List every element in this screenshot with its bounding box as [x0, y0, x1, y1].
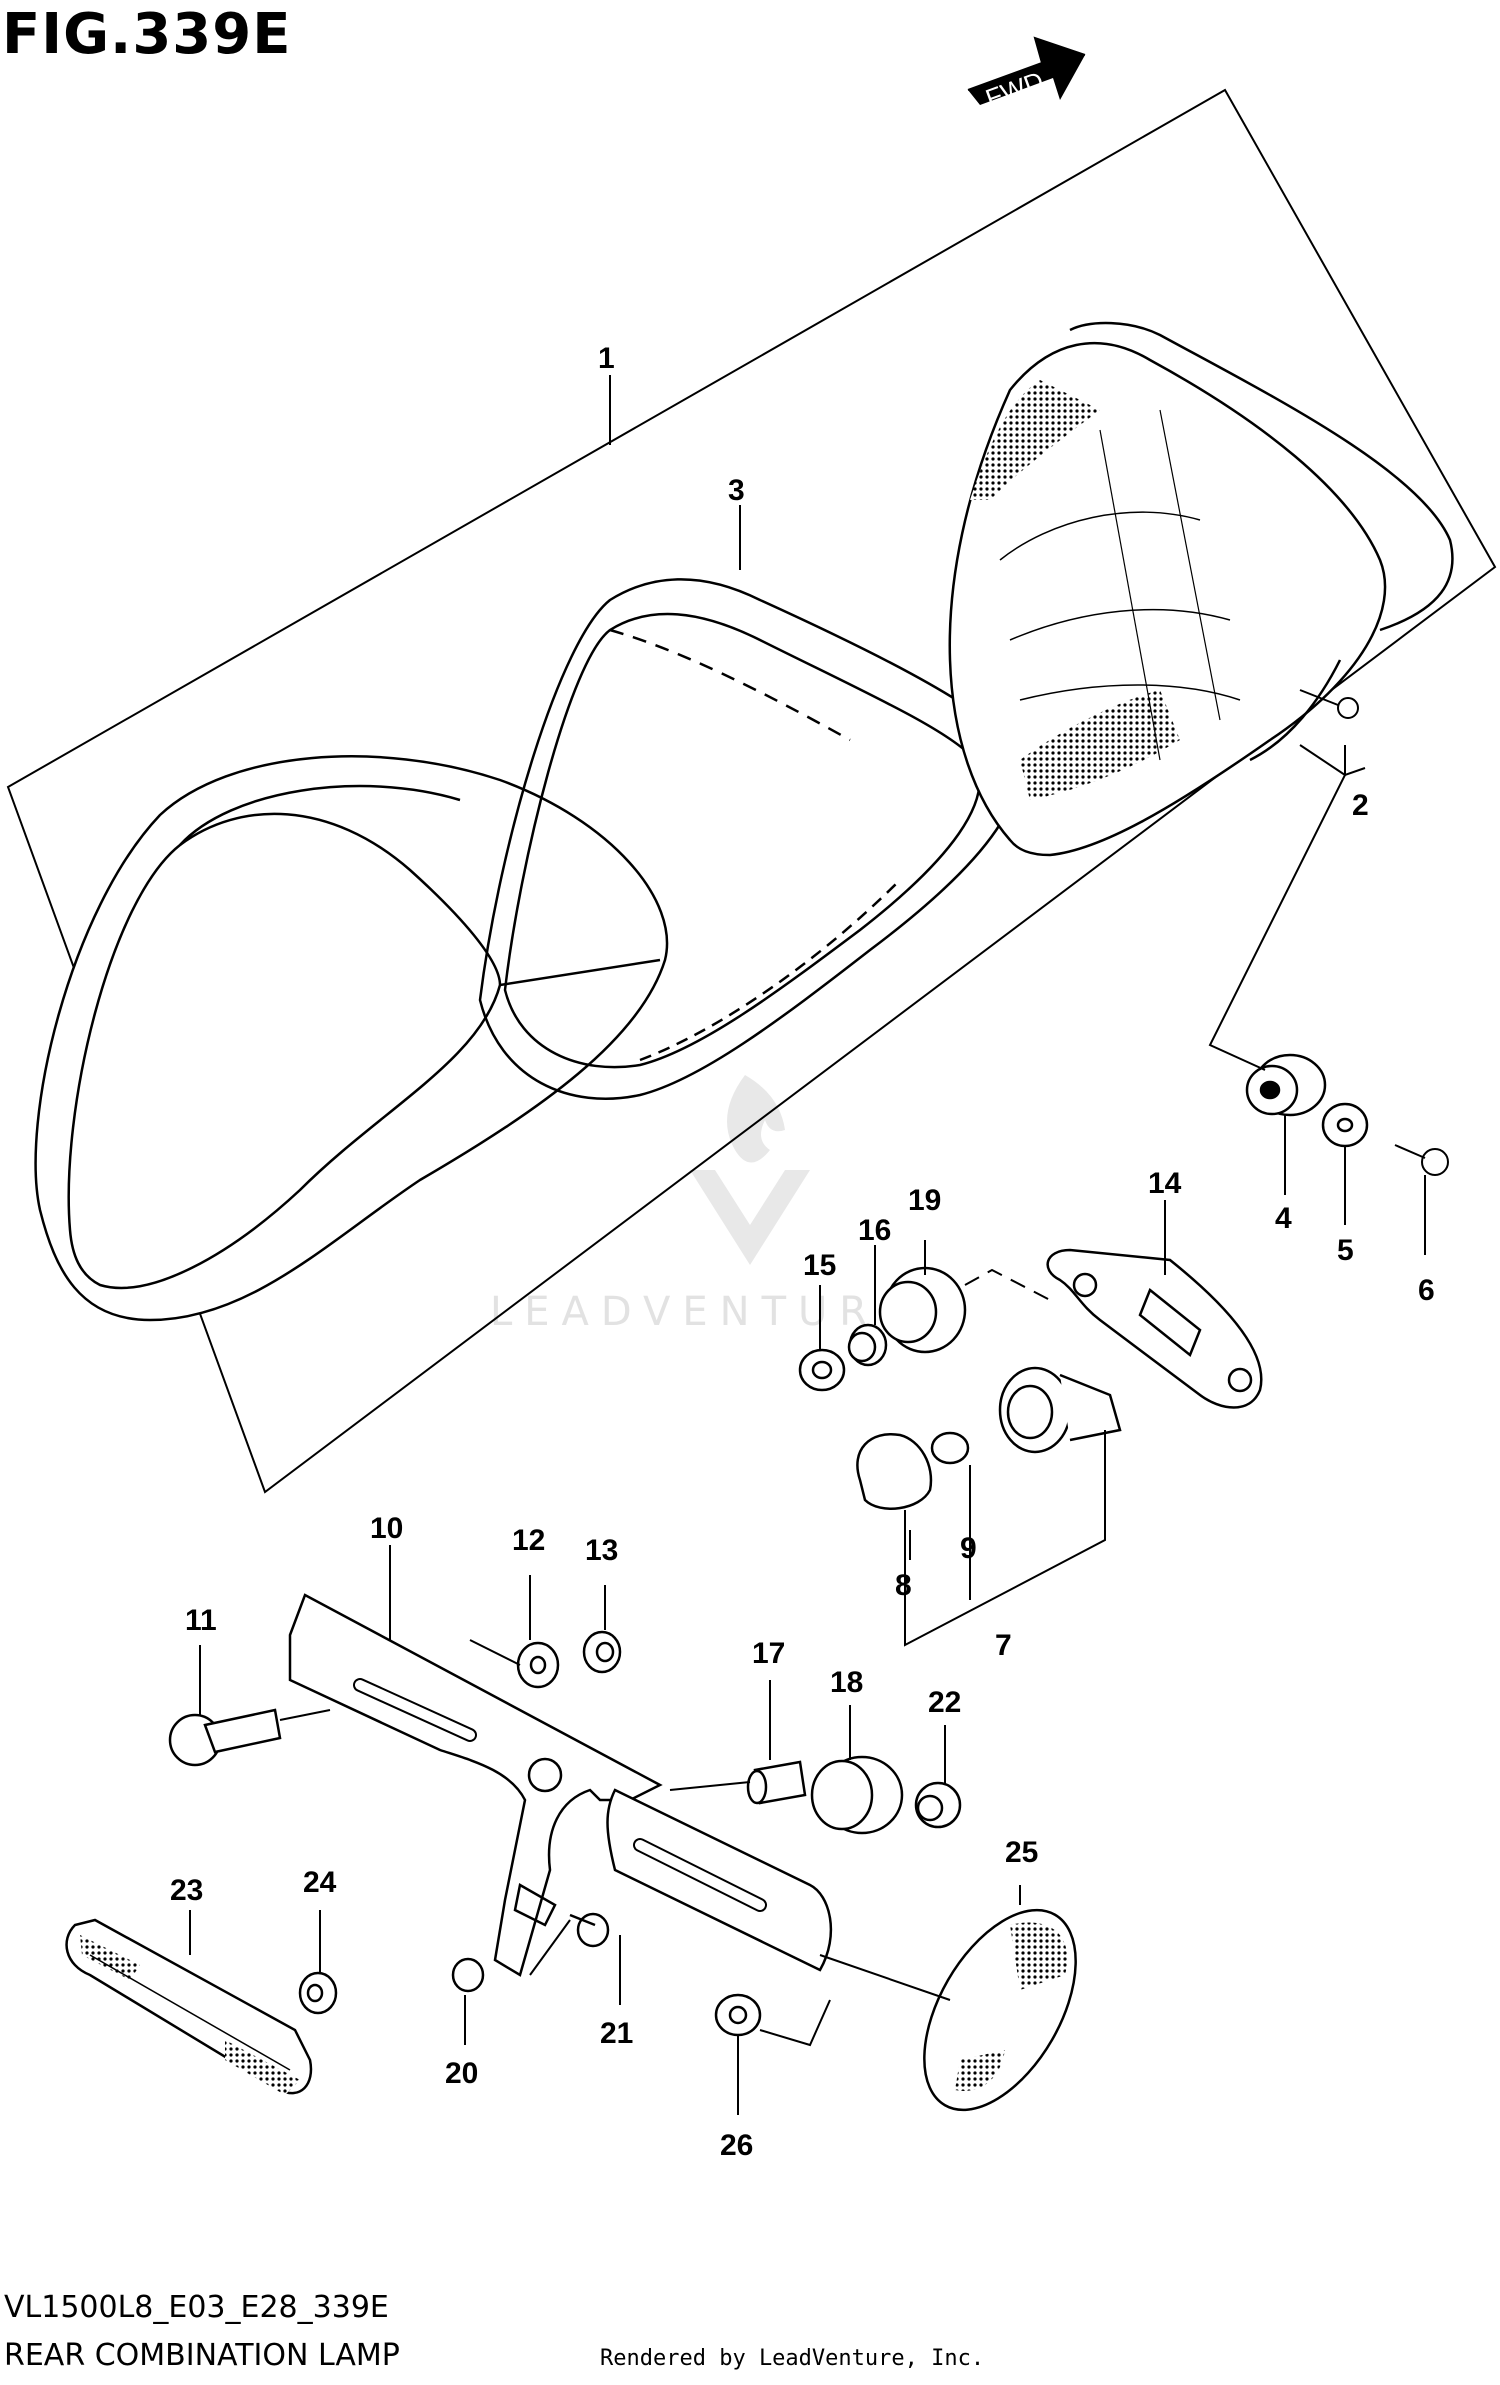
side-reflector — [65, 1918, 313, 2095]
callout-11: 11 — [185, 1604, 217, 1637]
forward-arrow-icon: FWD — [967, 36, 1086, 114]
round-reflector — [923, 1908, 1077, 2112]
nut-24-icon — [298, 1971, 338, 2015]
callout-8: 8 — [895, 1569, 912, 1602]
callout-7: 7 — [995, 1629, 1012, 1662]
callout-5: 5 — [1337, 1234, 1354, 1267]
callout-10: 10 — [370, 1512, 403, 1545]
bulb-20-icon — [451, 1957, 485, 1993]
callout-18: 18 — [830, 1666, 863, 1699]
nut-22-icon — [914, 1781, 962, 1829]
callout-12: 12 — [512, 1524, 545, 1557]
screw-6-icon — [1394, 1144, 1449, 1176]
leader-lines — [189, 375, 1426, 2115]
callout-14: 14 — [1148, 1167, 1182, 1200]
callout-24: 24 — [303, 1866, 337, 1899]
callout-21: 21 — [600, 2017, 633, 2050]
screw-2-icon — [1299, 689, 1359, 719]
callout-19: 19 — [908, 1184, 941, 1217]
callout-3: 3 — [728, 474, 745, 507]
grommet-19-icon — [878, 1266, 967, 1354]
license-bracket — [288, 1593, 833, 1977]
callout-17: 17 — [752, 1637, 785, 1670]
callout-numbers: 1 2 3 4 5 6 7 8 9 10 11 12 13 14 15 16 1… — [170, 342, 1435, 2162]
bolt-icon — [168, 1708, 282, 1767]
callout-13: 13 — [585, 1534, 618, 1567]
grommet-icon — [1245, 1053, 1327, 1117]
render-credit: Rendered by LeadVenture, Inc. — [600, 2346, 985, 2371]
figure-title: FIG.339E — [2, 2, 292, 67]
callout-9: 9 — [960, 1532, 977, 1565]
lamp-cover — [34, 755, 669, 1322]
lamp-lens — [948, 321, 1454, 857]
callout-16: 16 — [858, 1214, 891, 1247]
callout-25: 25 — [1005, 1836, 1038, 1869]
nut-15-icon — [798, 1348, 846, 1392]
bulb-icon — [856, 1431, 970, 1510]
callout-20: 20 — [445, 2057, 478, 2090]
collar-17-icon — [746, 1760, 807, 1805]
collar-16-icon — [847, 1323, 888, 1367]
callout-22: 22 — [928, 1686, 961, 1719]
watermark-text: LEADVENTURE — [490, 1289, 916, 1335]
callout-2: 2 — [1352, 789, 1369, 822]
watermark: LEADVENTURE — [490, 1075, 916, 1335]
callout-15: 15 — [803, 1249, 836, 1282]
diagram-name: REAR COMBINATION LAMP — [4, 2338, 400, 2373]
washer-12-icon — [516, 1641, 560, 1689]
callout-1: 1 — [598, 342, 615, 375]
grommet-18-icon — [810, 1755, 904, 1835]
nut-13-icon — [582, 1630, 622, 1674]
diagram-code: VL1500L8_E03_E28_339E — [4, 2290, 389, 2325]
callout-4: 4 — [1275, 1202, 1292, 1235]
nut-26-icon — [714, 1993, 762, 2037]
socket-icon — [998, 1366, 1122, 1454]
callout-6: 6 — [1418, 1274, 1435, 1307]
fwd-label: FWD — [982, 65, 1048, 113]
washer-icon — [1321, 1102, 1369, 1148]
callout-23: 23 — [170, 1874, 203, 1907]
screw-21-icon — [569, 1912, 610, 1948]
bracket-14 — [1046, 1248, 1263, 1409]
callout-26: 26 — [720, 2129, 753, 2162]
